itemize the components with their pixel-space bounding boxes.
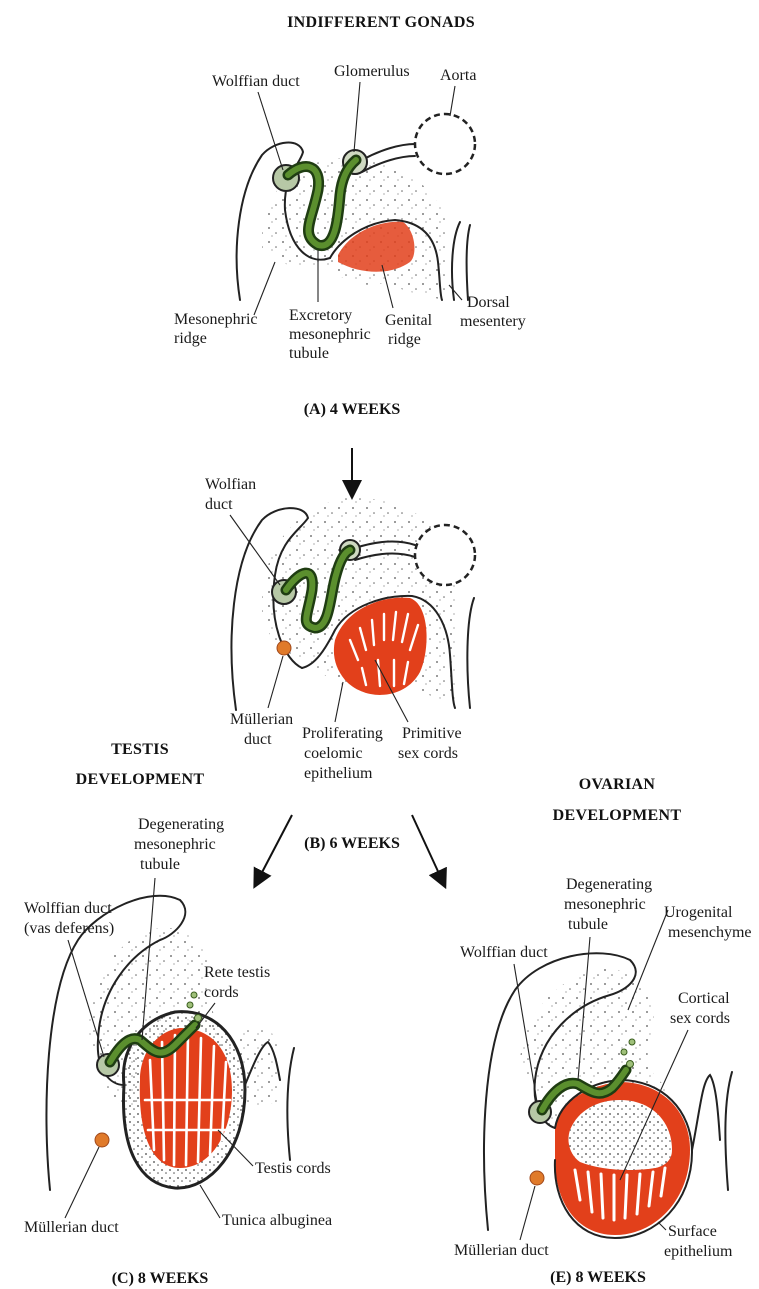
arrow-b-to-c [258,815,292,880]
caption-e: (E) 8 WEEKS [550,1269,646,1286]
arrow-b-to-e [412,815,442,880]
label-a-mesentery: mesentery [460,313,526,330]
leader-a-wolffian [258,92,283,170]
caption-c: (C) 8 WEEKS [112,1270,209,1287]
panel-a-4-weeks: Wolffian duct Glomerulus Aorta Mesonephr… [174,63,526,418]
leader-e-mullerian [520,1186,535,1240]
ovary-heading-line2: DEVELOPMENT [553,807,682,824]
label-e-urogenital: Urogenital [664,904,733,921]
leader-a-dorsal [449,285,462,300]
label-e-surface: Surface [668,1223,717,1240]
label-e-degenerating: Degenerating [566,876,652,893]
testis-heading-line2: DEVELOPMENT [76,771,205,788]
label-a-genital-ridge: ridge [388,331,421,348]
label-c-tunica: Tunica albuginea [222,1212,332,1229]
label-e-epithelium: epithelium [664,1243,733,1260]
panel-a-dorsal-mesentery-inner [467,225,470,300]
label-b-epithelium: epithelium [304,765,373,782]
label-c-mullerian: Müllerian duct [24,1219,119,1236]
label-c-degenerating: Degenerating [138,816,224,833]
label-c-tubule: tubule [140,856,180,873]
label-b-sex-cords: sex cords [398,745,458,762]
panel-b-aorta [415,525,475,585]
leader-a-aorta [450,86,455,116]
label-e-wolffian: Wolffian duct [460,944,548,961]
testis-heading-line1: TESTIS [111,741,169,758]
leader-a-meso-ridge [254,262,275,315]
label-b-coelomic: coelomic [304,745,363,762]
label-a-genital: Genital [385,312,433,329]
label-b-proliferating: Proliferating [302,725,383,742]
panel-e-right-edge [692,1075,720,1150]
label-e-cortical: Cortical [678,990,730,1007]
label-a-excretory-tubule: tubule [289,345,329,362]
panel-c-testis-8-weeks: Degenerating mesonephric tubule Wolffian… [24,816,332,1287]
label-a-excretory-meso: mesonephric [289,326,371,343]
panel-e-ovary-8-weeks: Degenerating mesonephric tubule Urogenit… [454,876,752,1286]
label-e-mesenchyme: mesenchyme [668,924,752,941]
label-c-vas-deferens: (vas deferens) [24,920,114,937]
label-c-rete-testis: Rete testis [204,964,270,981]
leader-e-surface [658,1222,666,1230]
label-e-tubule: tubule [568,916,608,933]
label-b-wolfian: Wolfian [205,476,256,493]
label-b-primitive: Primitive [402,725,462,742]
label-e-mesonephric: mesonephric [564,896,646,913]
leader-c-tunica [200,1185,220,1218]
panel-c-mullerian-duct [95,1133,109,1147]
label-a-dorsal: Dorsal [467,294,510,311]
label-c-cords: cords [204,984,239,1001]
diagram-title: INDIFFERENT GONADS [287,14,475,31]
label-c-wolffian: Wolffian duct [24,900,112,917]
label-c-mesonephric: mesonephric [134,836,216,853]
label-e-sex-cords: sex cords [670,1010,730,1027]
panel-b-mullerian-duct [277,641,291,655]
label-e-mullerian: Müllerian duct [454,1242,549,1259]
label-b-duct: duct [205,496,233,513]
caption-b: (B) 6 WEEKS [304,835,400,852]
leader-a-glomerulus [354,82,360,152]
panel-a-glomerulus-vessel [362,144,415,160]
label-b-mullerian: Müllerian [230,711,293,728]
panel-a-dorsal-mesentery [452,222,460,300]
panel-b-6-weeks: Wolfian duct Müllerian duct Proliferatin… [205,476,475,852]
leader-b-proliferating [335,682,343,722]
panel-e-mullerian-duct [530,1171,544,1185]
label-a-aorta: Aorta [440,67,476,84]
ovary-heading-line1: OVARIAN [579,776,656,793]
panel-b-mesentery [467,598,474,708]
panel-e-mesentery [725,1072,732,1190]
label-a-ridge: ridge [174,330,207,347]
leader-c-mullerian [65,1147,99,1218]
panel-a-aorta [415,114,475,174]
panel-c-mesentery [287,1048,294,1160]
label-c-testis-cords: Testis cords [255,1160,331,1177]
leader-b-wolfian [230,515,280,585]
label-a-excretory: Excretory [289,307,352,324]
label-a-wolffian-duct: Wolffian duct [212,73,300,90]
caption-a: (A) 4 WEEKS [304,401,401,418]
label-a-glomerulus: Glomerulus [334,63,410,80]
label-a-mesonephric: Mesonephric [174,311,258,328]
leader-b-mullerian [268,656,283,708]
label-b-mullerian-duct: duct [244,731,272,748]
